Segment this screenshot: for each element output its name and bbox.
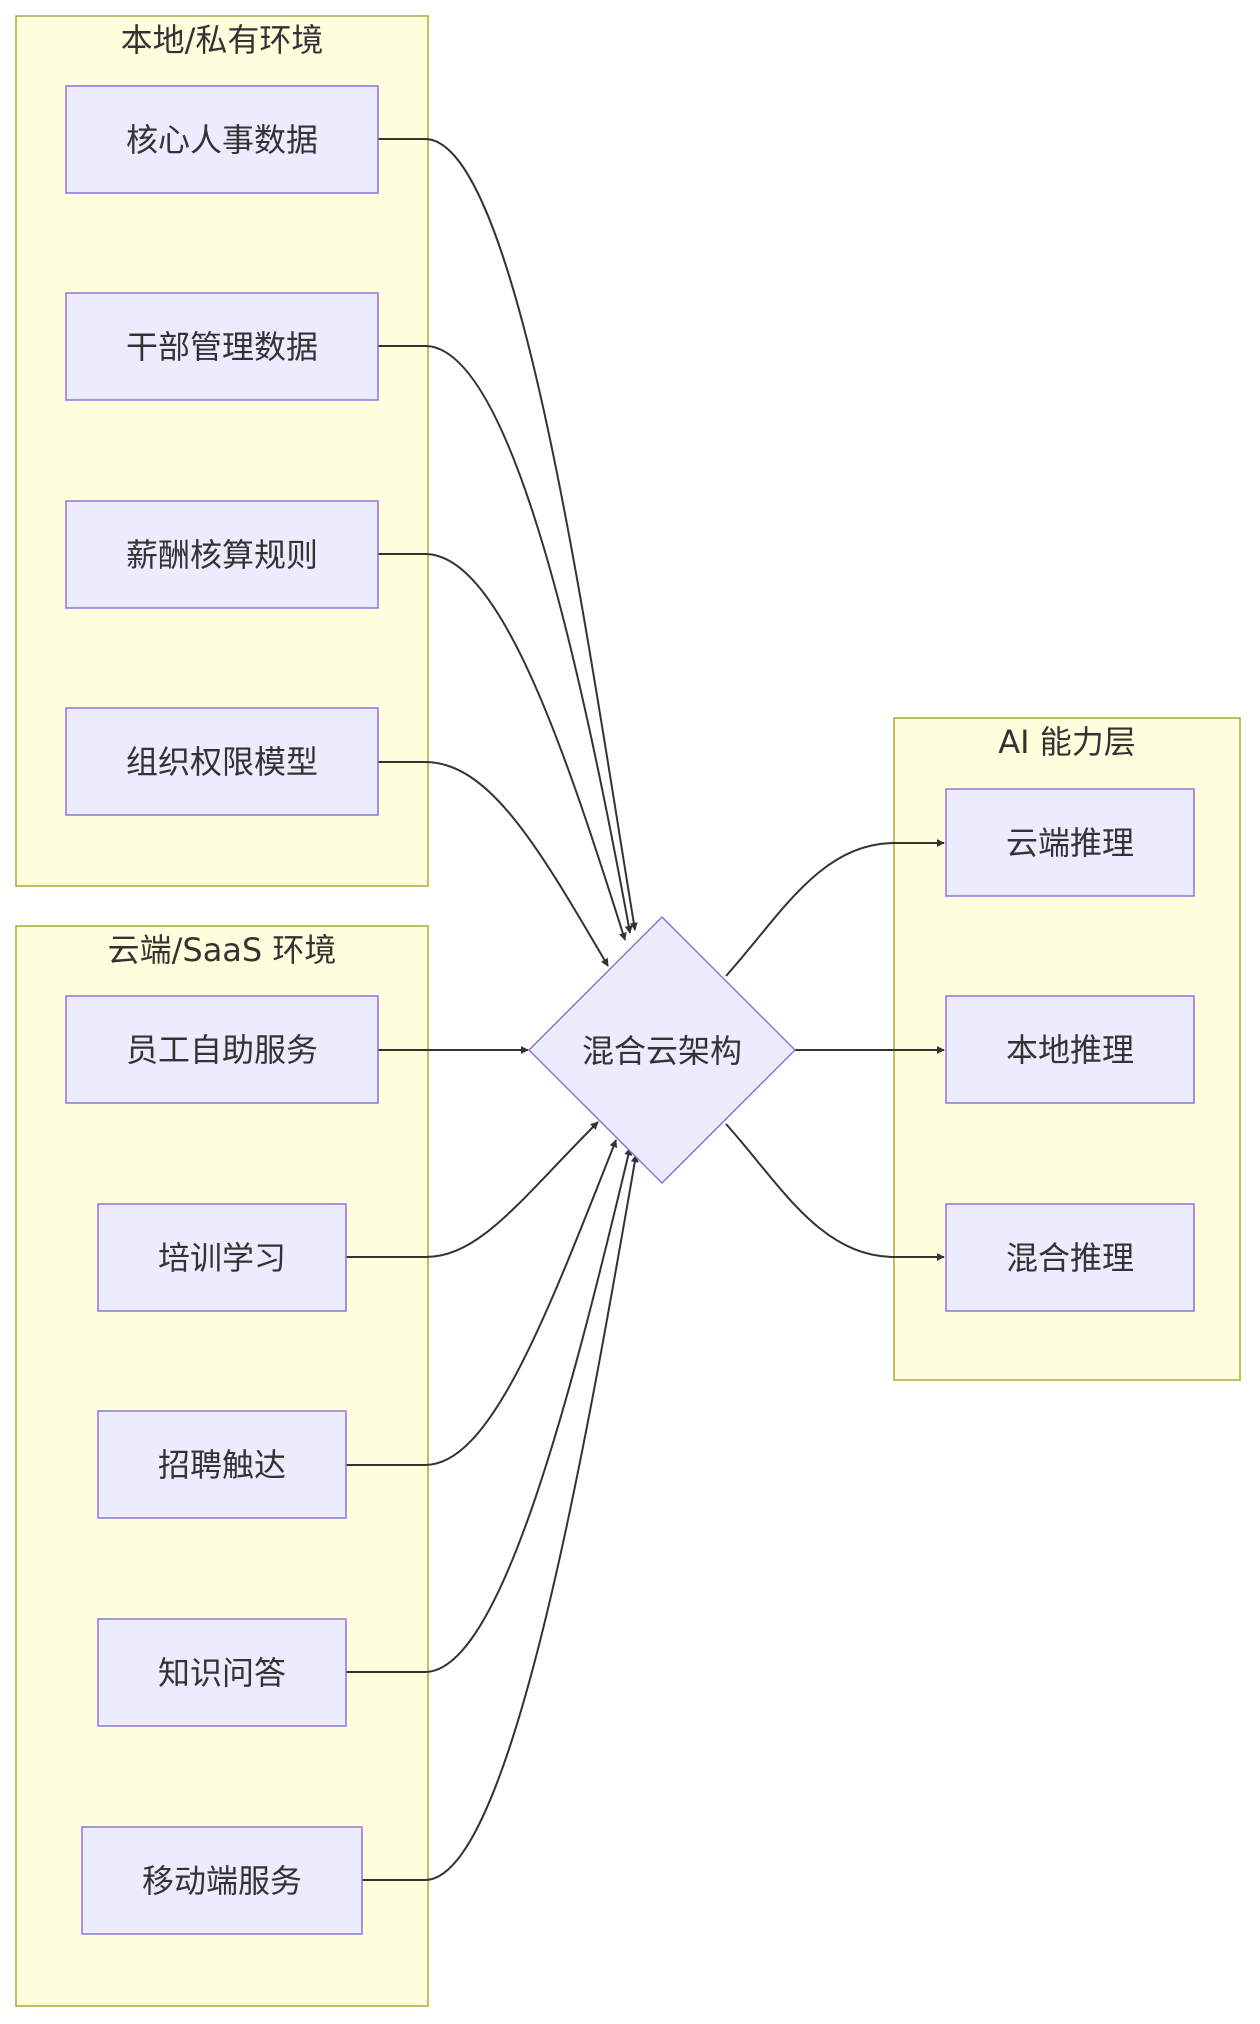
- edge-recruit-to-hybrid: [346, 1139, 618, 1466]
- node-org-perm-label: 组织权限模型: [126, 743, 318, 781]
- node-hybrid-diamond: [527, 915, 797, 1185]
- node-salary-label: 薪酬核算规则: [126, 536, 318, 574]
- node-cloud-infer: 云端推理: [945, 788, 1195, 897]
- edge-salary-to-hybrid: [378, 553, 627, 941]
- node-cloud-infer-label: 云端推理: [1006, 824, 1134, 862]
- edge-org-perm-to-hybrid: [378, 761, 609, 967]
- node-training: 培训学习: [97, 1203, 347, 1312]
- edge-training-to-hybrid: [346, 1121, 599, 1258]
- edge-core-hr-to-hybrid: [378, 138, 638, 931]
- cluster-local-title: 本地/私有环境: [121, 21, 324, 59]
- edge-mobile-to-hybrid: [362, 1154, 639, 1881]
- node-org-perm-box: [65, 707, 379, 816]
- edge-knowledge-to-hybrid: [346, 1147, 633, 1673]
- cluster-ai-title: AI 能力层: [998, 723, 1136, 761]
- node-cloud-infer-box: [945, 788, 1195, 897]
- node-local-infer-box: [945, 995, 1195, 1104]
- node-cadre: 干部管理数据: [65, 292, 379, 401]
- node-core-hr-label: 核心人事数据: [126, 121, 318, 159]
- edge-hybrid-to-cloud-infer: [725, 839, 945, 977]
- node-cadre-box: [65, 292, 379, 401]
- node-hybrid-infer-box: [945, 1203, 1195, 1312]
- node-knowledge-label: 知识问答: [158, 1654, 286, 1692]
- edge-hybrid-to-hybrid-infer: [725, 1123, 945, 1261]
- node-self-service-box: [65, 995, 379, 1104]
- edge-cadre-to-hybrid: [378, 345, 633, 934]
- node-recruit-label: 招聘触达: [158, 1446, 286, 1484]
- node-recruit-box: [97, 1410, 347, 1519]
- node-hybrid-infer-label: 混合推理: [1006, 1239, 1134, 1277]
- cluster-cloud-title: 云端/SaaS 环境: [108, 931, 337, 969]
- node-local-infer: 本地推理: [945, 995, 1195, 1104]
- node-mobile-box: [81, 1826, 363, 1935]
- node-org-perm: 组织权限模型: [65, 707, 379, 816]
- node-cadre-label: 干部管理数据: [126, 328, 318, 366]
- edges: [346, 138, 945, 1881]
- node-core-hr: 核心人事数据: [65, 85, 379, 194]
- node-hybrid-label: 混合云架构: [582, 1032, 742, 1070]
- node-salary: 薪酬核算规则: [65, 500, 379, 609]
- node-mobile-label: 移动端服务: [142, 1862, 302, 1900]
- node-local-infer-label: 本地推理: [1006, 1031, 1134, 1069]
- node-core-hr-box: [65, 85, 379, 194]
- node-self-service: 员工自助服务: [65, 995, 379, 1104]
- node-hybrid-infer: 混合推理: [945, 1203, 1195, 1312]
- node-training-label: 培训学习: [158, 1239, 286, 1277]
- node-knowledge: 知识问答: [97, 1618, 347, 1727]
- node-salary-box: [65, 500, 379, 609]
- node-recruit: 招聘触达: [97, 1410, 347, 1519]
- node-hybrid: 混合云架构: [527, 915, 797, 1185]
- node-knowledge-box: [97, 1618, 347, 1727]
- node-self-service-label: 员工自助服务: [126, 1031, 318, 1069]
- node-training-box: [97, 1203, 347, 1312]
- node-mobile: 移动端服务: [81, 1826, 363, 1935]
